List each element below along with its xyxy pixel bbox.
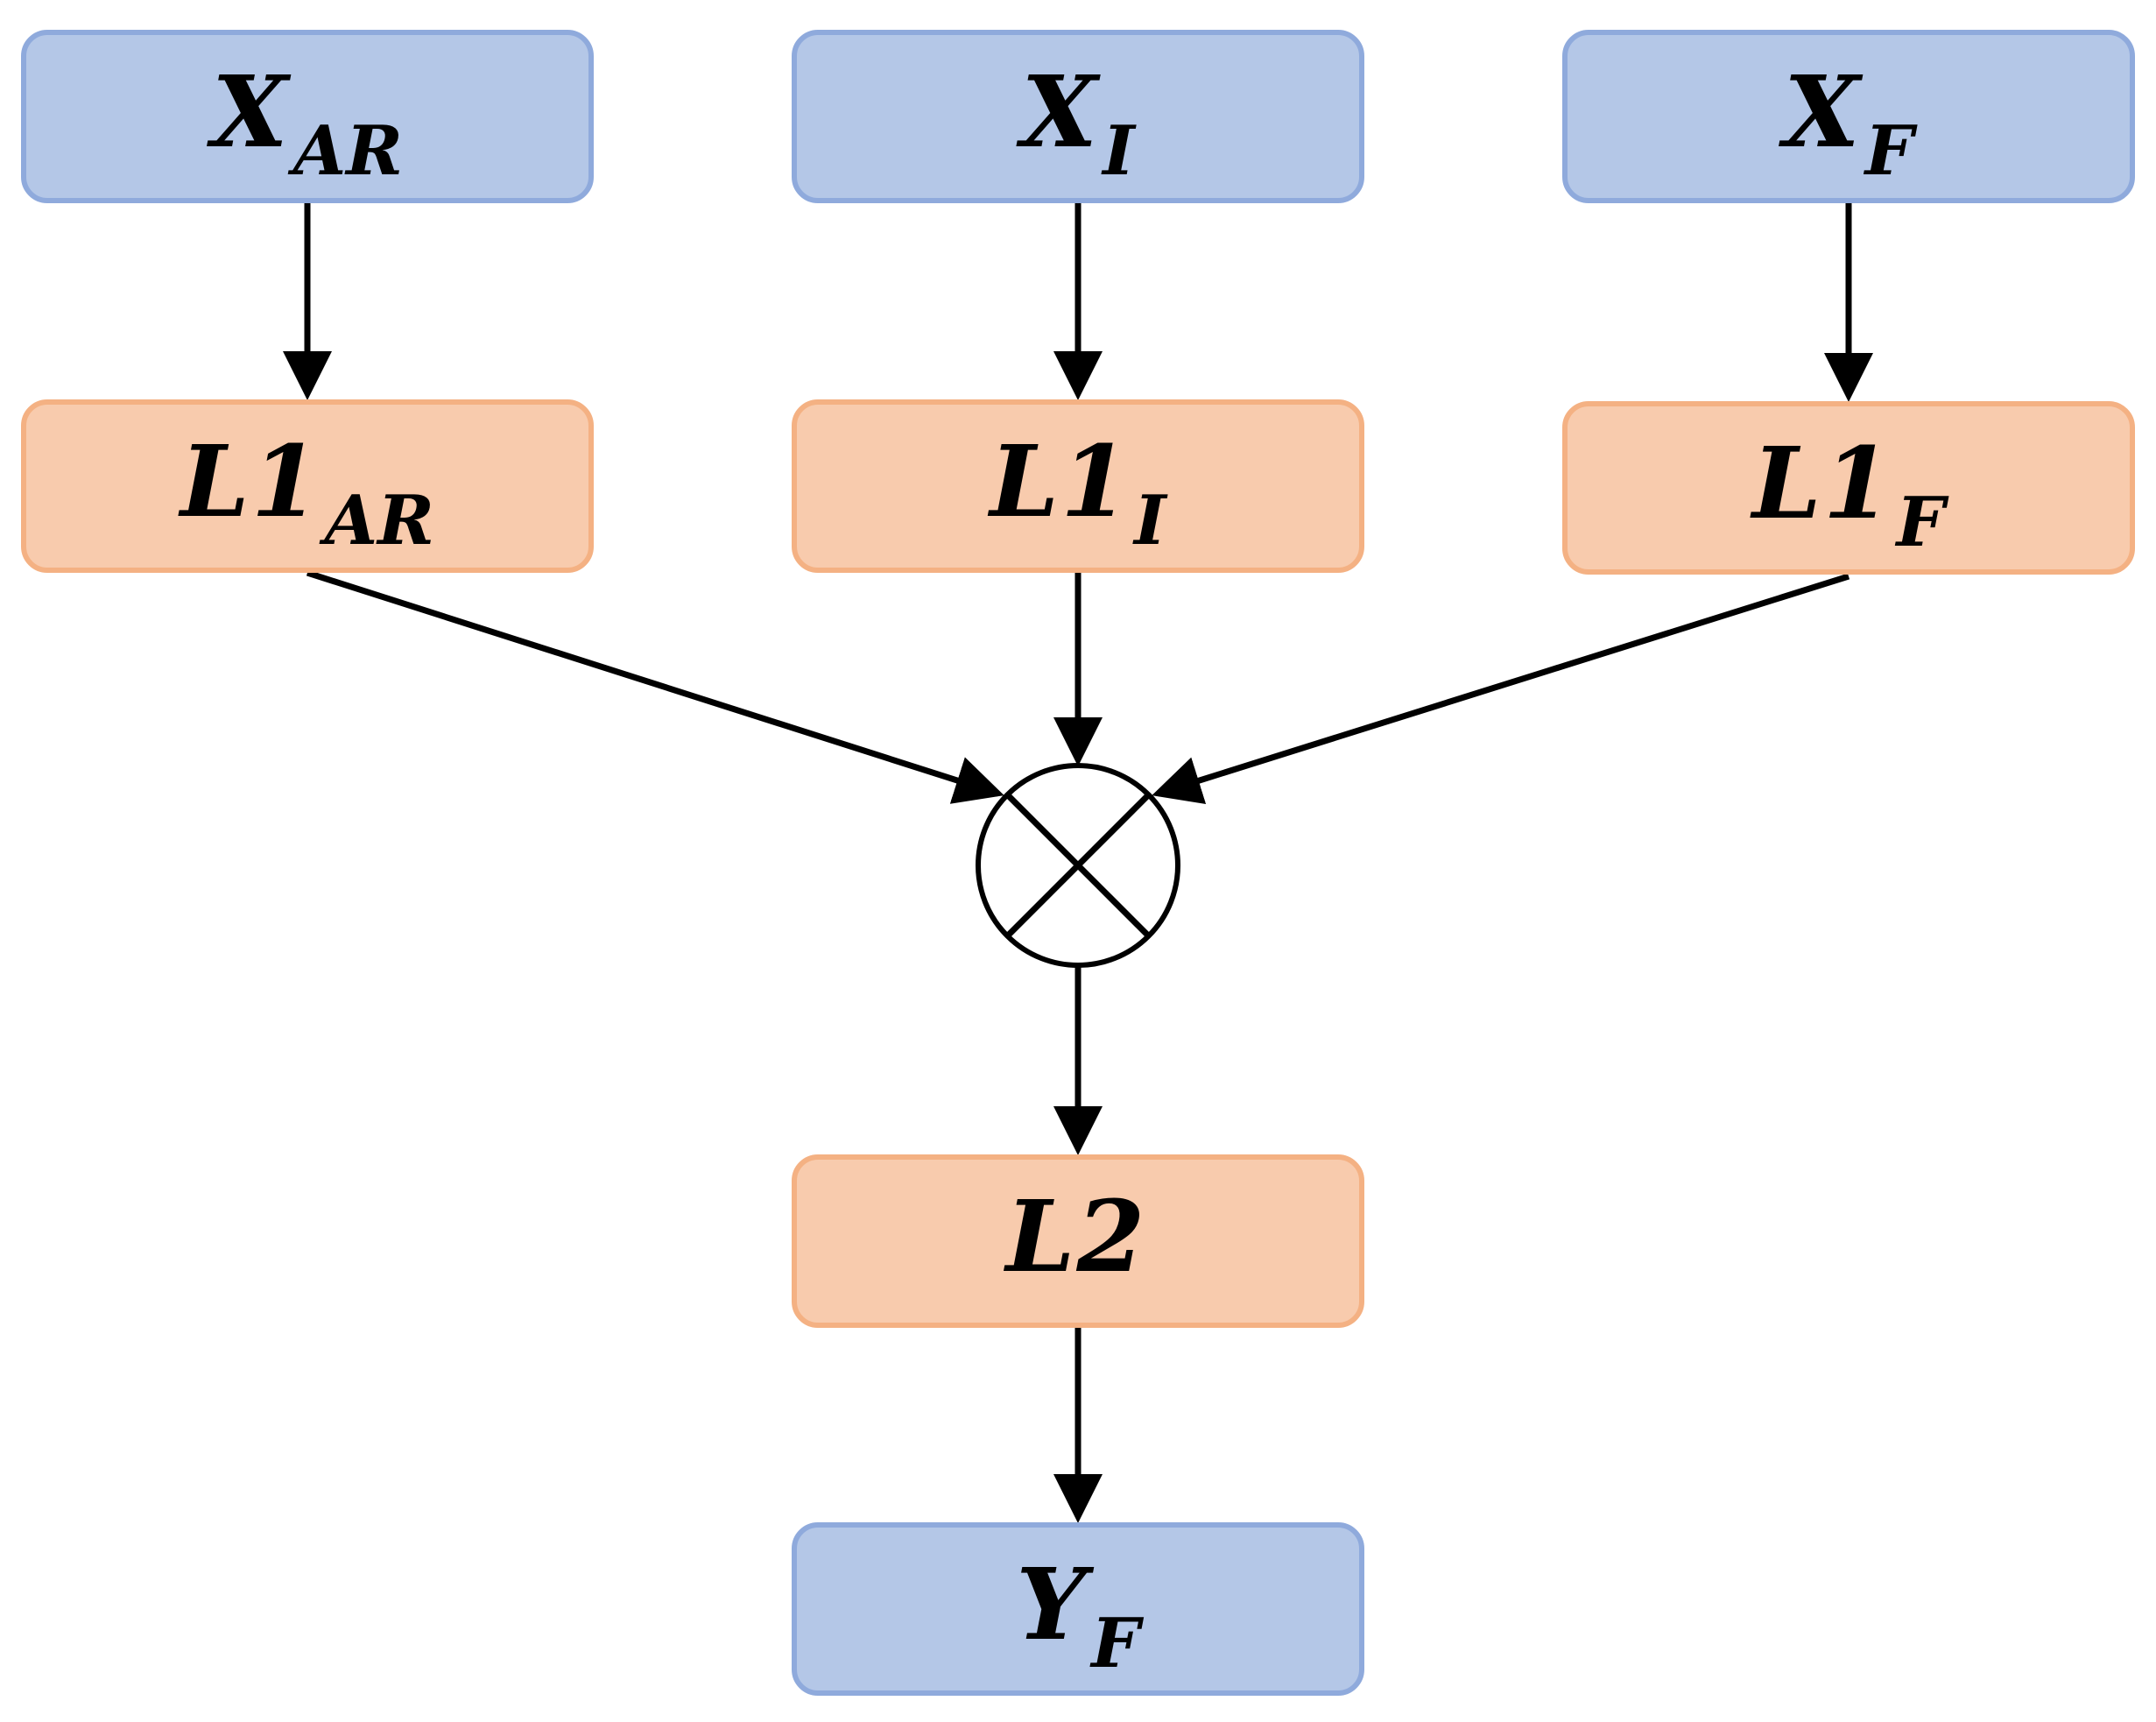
- input-node-x-i: XI: [792, 30, 1364, 203]
- input-node-x-ar: XAR: [21, 30, 594, 203]
- node-label: XAR: [211, 55, 404, 191]
- node-label: XI: [1021, 55, 1135, 191]
- node-label: L2: [1005, 1180, 1147, 1295]
- node-label: XF: [1783, 55, 1914, 191]
- layer-node-l1-f: L1F: [1562, 401, 2135, 575]
- node-label: L1F: [1751, 427, 1946, 562]
- layer-node-l1-i: L1I: [792, 399, 1364, 573]
- node-label: L1AR: [180, 425, 435, 561]
- arrow-l1-ar-to-multiply: [306, 569, 1004, 804]
- multiply-operator-icon: [976, 763, 1180, 968]
- node-label: L1I: [990, 425, 1166, 561]
- output-node-y-f: YF: [792, 1522, 1364, 1696]
- input-node-x-f: XF: [1562, 30, 2135, 203]
- layer-node-l2: L2: [792, 1154, 1364, 1328]
- arrow-l1-f-to-multiply: [1152, 573, 1850, 805]
- node-label: YF: [1016, 1548, 1140, 1683]
- layer-node-l1-ar: L1AR: [21, 399, 594, 573]
